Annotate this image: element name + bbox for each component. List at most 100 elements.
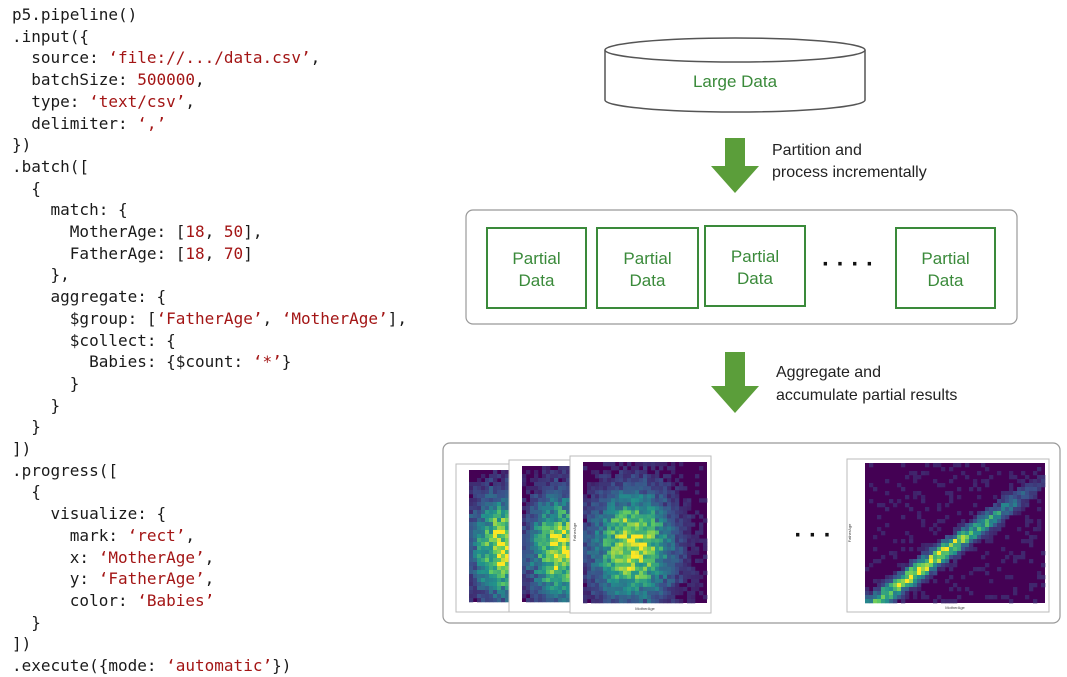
heatmap-cell: [558, 546, 563, 551]
heatmap-cell: [522, 574, 527, 579]
heatmap-cell: [485, 502, 490, 507]
heatmap-cell: [566, 502, 571, 507]
heatmap-cell: [591, 566, 596, 572]
heatmap-cell: [675, 530, 680, 535]
heatmap-cell: [554, 498, 559, 503]
heatmap-cell: [667, 550, 672, 555]
heatmap-cell: [566, 494, 571, 499]
heatmap-cell: [550, 530, 555, 535]
heatmap-cell: [595, 474, 600, 479]
heatmap-cell: [501, 530, 506, 535]
heatmap-cell: [977, 511, 982, 516]
heatmap-cell: [469, 534, 474, 539]
heatmap-cell: [913, 591, 918, 596]
heatmap-cell: [631, 538, 636, 543]
heatmap-cell: [615, 590, 620, 596]
heatmap-cell: [953, 583, 958, 588]
heatmap-cell: [675, 502, 680, 507]
heatmap-cell: [1037, 479, 1042, 484]
heatmap-cell: [497, 494, 502, 499]
heatmap-cell: [949, 499, 954, 504]
heatmap-cell: [489, 478, 494, 483]
heatmap-cell: [663, 590, 668, 596]
heatmap-cell: [489, 494, 494, 499]
heatmap-cell: [623, 570, 628, 576]
heatmap-cell: [489, 490, 494, 495]
heatmap-cell: [611, 546, 616, 551]
heatmap-cell: [889, 583, 894, 588]
heatmap-cell: [659, 582, 664, 588]
heatmap-cell: [550, 482, 555, 487]
heatmap-cell: [599, 574, 604, 580]
heatmap-cell: [973, 483, 978, 488]
heatmap-cell: [522, 498, 527, 503]
heatmap-cell: [679, 482, 684, 487]
heatmap-cell: [583, 570, 588, 576]
heatmap-cell: [941, 567, 946, 572]
heatmap-cell: [538, 590, 543, 595]
heatmap-cell: [595, 542, 600, 547]
heatmap-cell: [485, 490, 490, 495]
heatmap-cell: [699, 530, 704, 535]
heatmap-cell: [655, 566, 660, 572]
heatmap-cell: [965, 527, 970, 532]
heatmap-cell: [1017, 503, 1022, 508]
heatmap-cell: [587, 586, 592, 592]
heatmap-cell: [595, 482, 600, 487]
heatmap-cell: [925, 579, 930, 584]
heatmap-cell: [546, 466, 551, 471]
heatmap-cell: [562, 502, 567, 507]
heatmap-cell: [497, 522, 502, 527]
heatmap-cell: [627, 594, 632, 600]
heatmap-cell: [893, 579, 898, 584]
heatmap-cell: [526, 490, 531, 495]
heatmap-cell: [595, 530, 600, 535]
heatmap-cell: [877, 599, 882, 604]
heatmap-cell: [909, 535, 914, 540]
heatmap-cell: [889, 499, 894, 504]
heatmap-cell: [941, 551, 946, 556]
heatmap-cell: [505, 502, 510, 507]
heatmap-cell: [997, 515, 1002, 520]
heatmap-cell: [643, 570, 648, 576]
heatmap-cell: [562, 470, 567, 475]
heatmap-cell: [973, 535, 978, 540]
heatmap-cell: [522, 562, 527, 567]
heatmap-cell: [651, 586, 656, 592]
heatmap-cell: [917, 587, 922, 592]
heatmap-cell: [659, 538, 664, 543]
heatmap-cell: [953, 463, 958, 468]
heatmap-cell: [651, 502, 656, 507]
heatmap-cell: [603, 526, 608, 531]
heatmap-cell: [530, 546, 535, 551]
heatmap-cell: [937, 527, 942, 532]
heatmap-cell: [1009, 507, 1014, 512]
heatmap-cell: [481, 518, 486, 523]
heatmap-cell: [599, 558, 604, 564]
heatmap-cell: [599, 542, 604, 547]
heatmap-cell: [619, 530, 624, 535]
heatmap-cell: [501, 522, 506, 527]
heatmap-cell: [473, 530, 478, 535]
code-line: }): [12, 135, 32, 155]
heatmap-cell: [663, 574, 668, 580]
heatmap-cell: [885, 583, 890, 588]
heatmap-cell: [473, 546, 478, 551]
heatmap-cell: [885, 575, 890, 580]
heatmap-cell: [530, 526, 535, 531]
heatmap-cell: [647, 578, 652, 584]
heatmap-cell: [566, 582, 571, 587]
heatmap-cell: [562, 574, 567, 579]
heatmap-cell: [639, 510, 644, 515]
heatmap-cell: [599, 506, 604, 511]
heatmap-cell: [497, 482, 502, 487]
heatmap-cell: [522, 558, 527, 563]
heatmap-cell: [583, 514, 588, 519]
heatmap-cell: [635, 546, 640, 551]
heatmap-cell: [534, 562, 539, 567]
heatmap-cell: [505, 598, 510, 603]
heatmap-cell: [566, 566, 571, 571]
heatmap-cell: [493, 566, 498, 571]
heatmap-cell: [583, 590, 588, 596]
heatmap-cell: [558, 574, 563, 579]
